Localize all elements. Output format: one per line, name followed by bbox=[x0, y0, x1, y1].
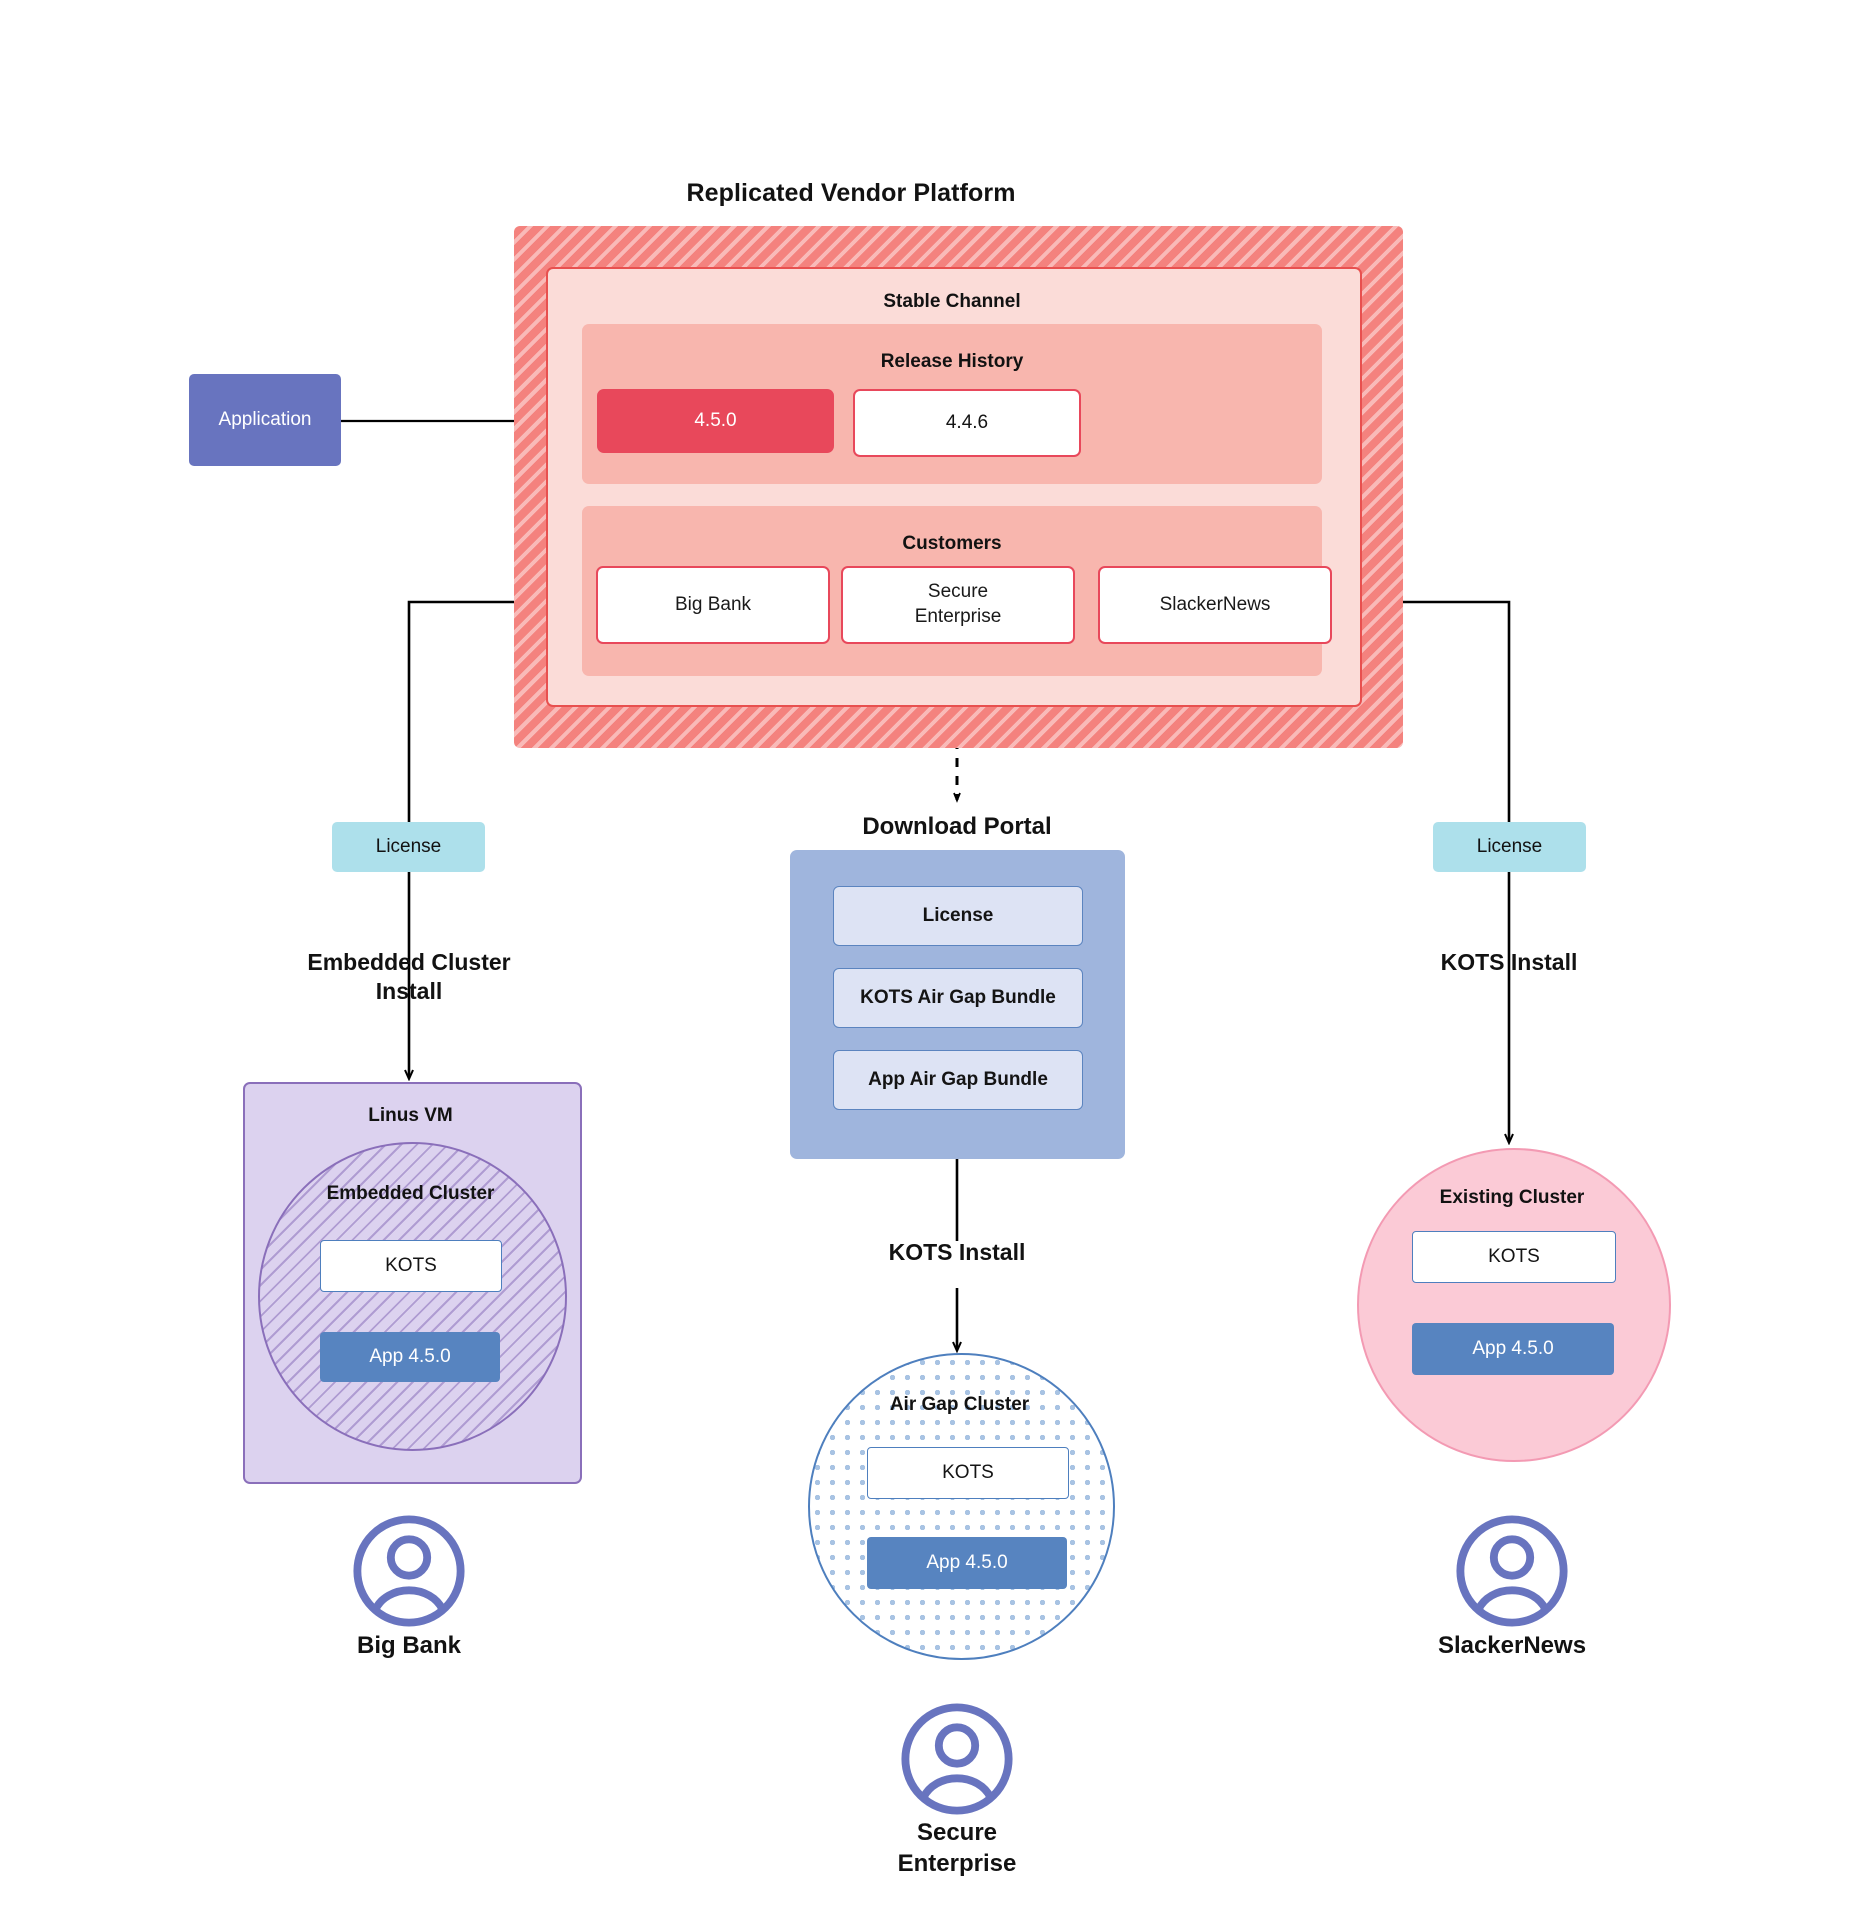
app-version-box-left[interactable]: App 4.5.0 bbox=[320, 1332, 500, 1382]
release-history-title: Release History bbox=[880, 351, 1024, 372]
customer-box-slackernews[interactable]: SlackerNews bbox=[1098, 566, 1332, 644]
release-item-current[interactable]: 4.5.0 bbox=[597, 389, 834, 453]
customer-box-big-bank[interactable]: Big Bank bbox=[596, 566, 830, 644]
release-item-previous[interactable]: 4.4.6 bbox=[853, 389, 1081, 457]
customer-label-slackernews: SlackerNews bbox=[1437, 1632, 1587, 1659]
kots-box-left[interactable]: KOTS bbox=[320, 1240, 502, 1292]
existing-cluster-circle bbox=[1357, 1148, 1671, 1462]
customer-box-secure-enterprise[interactable]: Secure Enterprise bbox=[841, 566, 1075, 644]
app-version-box-right[interactable]: App 4.5.0 bbox=[1412, 1323, 1614, 1375]
page-title: Replicated Vendor Platform bbox=[686, 179, 1016, 207]
air-gap-cluster-title: Air Gap Cluster bbox=[889, 1394, 1030, 1415]
install-label-kots-right: KOTS Install bbox=[1440, 949, 1578, 975]
portal-item-app-air-gap-bundle[interactable]: App Air Gap Bundle bbox=[833, 1050, 1083, 1110]
install-label-kots-middle: KOTS Install bbox=[888, 1239, 1026, 1265]
existing-cluster-title: Existing Cluster bbox=[1439, 1187, 1585, 1208]
customers-title: Customers bbox=[902, 533, 1002, 554]
stable-channel-title: Stable Channel bbox=[883, 291, 1021, 312]
user-avatar-icon-big-bank bbox=[350, 1512, 468, 1635]
license-chip-left[interactable]: License bbox=[332, 822, 485, 872]
kots-box-middle[interactable]: KOTS bbox=[867, 1447, 1069, 1499]
portal-item-kots-air-gap-bundle[interactable]: KOTS Air Gap Bundle bbox=[833, 968, 1083, 1028]
user-avatar-icon-secure-enterprise bbox=[898, 1700, 1016, 1823]
linus-vm-title: Linus VM bbox=[368, 1105, 453, 1126]
customer-label-secure-enterprise: Secure Enterprise bbox=[897, 1819, 1017, 1877]
kots-box-right[interactable]: KOTS bbox=[1412, 1231, 1616, 1283]
embedded-cluster-title: Embedded Cluster bbox=[326, 1183, 495, 1204]
app-version-box-middle[interactable]: App 4.5.0 bbox=[867, 1537, 1067, 1589]
portal-item-license[interactable]: License bbox=[833, 886, 1083, 946]
embedded-cluster-circle bbox=[258, 1142, 567, 1451]
air-gap-cluster-circle bbox=[808, 1353, 1115, 1660]
install-label-embedded-cluster: Embedded Cluster Install bbox=[307, 949, 511, 1005]
download-portal-title: Download Portal bbox=[862, 813, 1052, 840]
user-avatar-icon-slackernews bbox=[1453, 1512, 1571, 1635]
customer-label-big-bank: Big Bank bbox=[356, 1632, 461, 1659]
license-chip-right[interactable]: License bbox=[1433, 822, 1586, 872]
application-box[interactable]: Application bbox=[189, 374, 341, 466]
